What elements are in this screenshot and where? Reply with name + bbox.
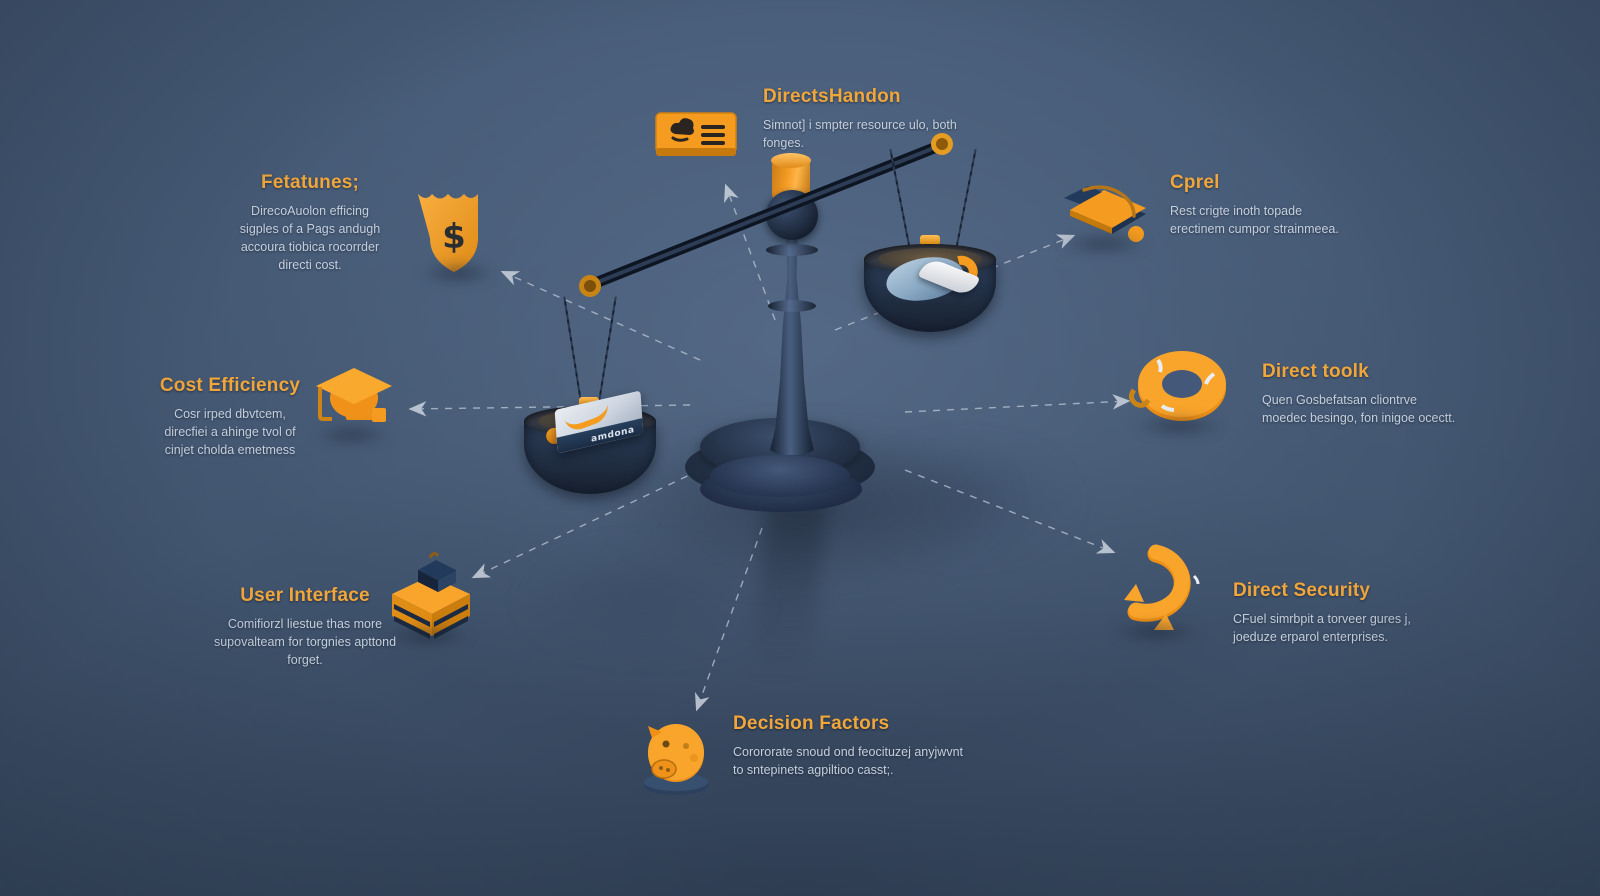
callout-title: Direct toolk	[1262, 361, 1462, 383]
callout-title: Decision Factors	[733, 713, 963, 735]
callout-user-interface[interactable]: User Interface Comifiorzl liestue thas m…	[205, 585, 405, 669]
server-stack-icon	[382, 548, 478, 646]
callout-direct-handon[interactable]: DirectsHandon Simnot] i smpter resource …	[763, 86, 993, 152]
callout-body: Corororate snoud ond feocituzej anyjwvnt…	[733, 743, 963, 779]
callout-direct-security[interactable]: Direct Security CFuel simrbpit a torveer…	[1233, 580, 1433, 646]
callout-title: Cost Efficiency	[155, 375, 305, 397]
callout-title: DirectsHandon	[763, 86, 993, 108]
pan-right-nub	[920, 235, 940, 245]
graduation-cap-icon	[310, 364, 398, 444]
scale-beam	[579, 133, 953, 297]
life-ring-icon	[1128, 346, 1232, 436]
column-ring-upper	[766, 244, 818, 256]
callout-body: DirecoAuolon efficing sigples of a Pags …	[230, 202, 390, 275]
callout-title: Direct Security	[1233, 580, 1433, 602]
piggy-bank-icon	[636, 712, 716, 796]
callout-cprel[interactable]: Cprel Rest crigte inoth topade erectinem…	[1170, 172, 1360, 238]
column-finial-cap	[771, 153, 811, 168]
callout-body: Quen Gosbefatsan cliontrve moedec besing…	[1262, 391, 1462, 427]
callout-cost-efficiency[interactable]: Cost Efficiency Cosr irped dbvtcem, dire…	[155, 375, 305, 459]
cloud-card-icon	[655, 112, 739, 164]
callout-body: CFuel simrbpit a torveer gures j, joeduz…	[1233, 610, 1433, 646]
callout-direct-toolk[interactable]: Direct toolk Quen Gosbefatsan cliontrve …	[1262, 361, 1462, 427]
pedestal-tier-3	[710, 455, 850, 497]
callout-body: Comifiorzl liestue thas more supovalteam…	[205, 615, 405, 669]
laptop-icon	[1058, 172, 1154, 254]
shield-dollar-icon: $	[416, 186, 496, 284]
callout-title: User Interface	[205, 585, 405, 607]
column-ring-lower	[768, 300, 816, 312]
callout-body: Rest crigte inoth topade erectinem cumpo…	[1170, 202, 1360, 238]
callout-title: Cprel	[1170, 172, 1360, 194]
callout-body: Cosr irped dbvtcem, direcfiei a ahinge t…	[155, 405, 305, 459]
callout-features[interactable]: Fetatunes; DirecoAuolon efficing sigples…	[230, 172, 390, 275]
callout-title: Fetatunes;	[230, 172, 390, 194]
refresh-cycle-icon	[1104, 540, 1214, 642]
callout-decision-factors[interactable]: Decision Factors Corororate snoud ond fe…	[733, 713, 963, 779]
svg-text:$: $	[442, 217, 466, 257]
callout-body: Simnot] i smpter resource ulo, both fong…	[763, 116, 993, 152]
